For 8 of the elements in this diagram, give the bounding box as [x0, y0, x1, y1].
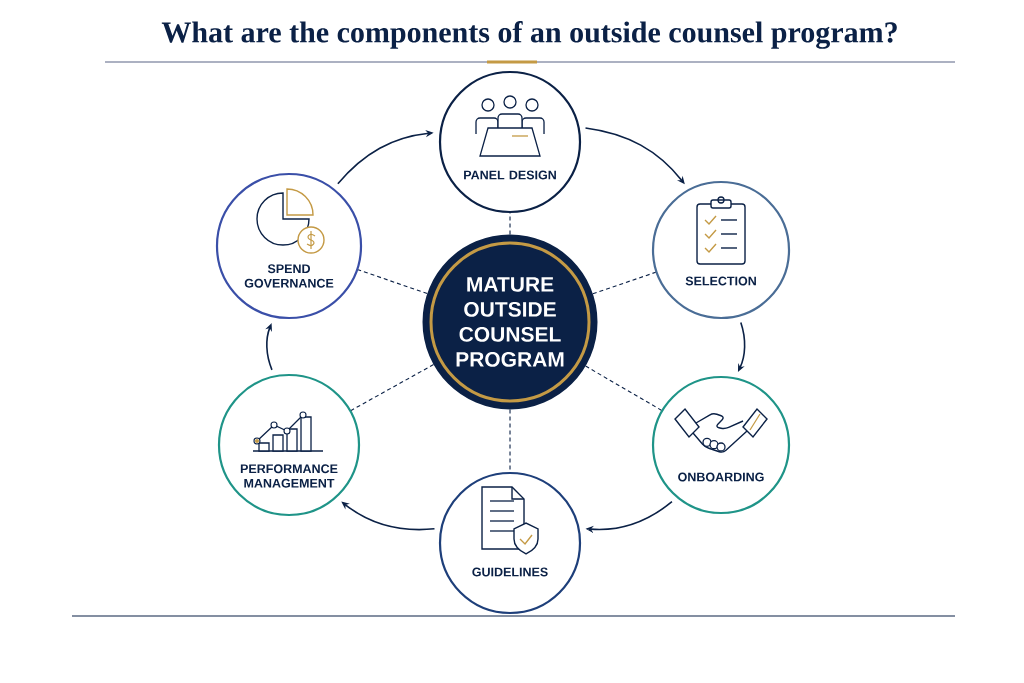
connector-line	[592, 271, 657, 295]
connector-line	[509, 212, 511, 236]
connector-line	[585, 365, 662, 411]
title: What are the components of an outside counsel program?	[161, 21, 897, 49]
connector-line	[357, 269, 428, 295]
connector-line	[350, 364, 435, 411]
cycle-arrow	[265, 323, 273, 371]
cycle-arrow	[341, 501, 436, 531]
